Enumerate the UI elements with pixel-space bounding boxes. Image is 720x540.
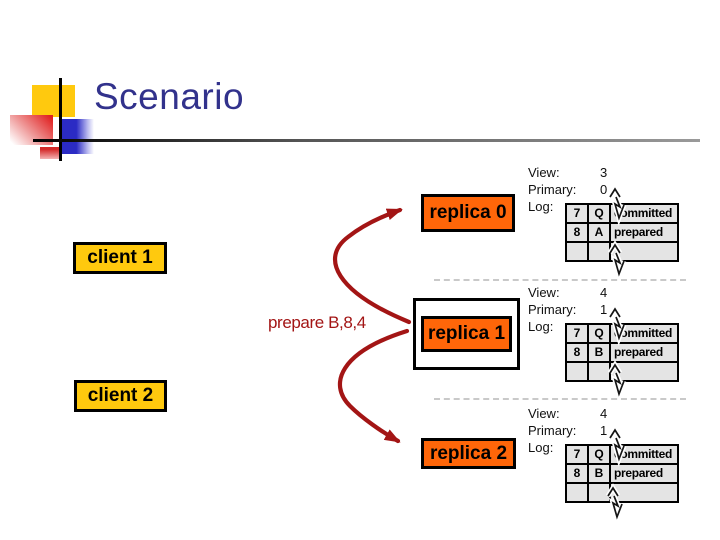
log-cell-status: committed: [611, 325, 677, 342]
log-cell-status: committed: [611, 205, 677, 222]
log-cell-seq: [567, 243, 587, 260]
log-cell-seq: 8: [567, 465, 587, 482]
arrow-replica1-to-replica0: [332, 207, 412, 325]
section-divider: [434, 279, 686, 281]
replica0-label: replica 0: [429, 202, 507, 223]
log-cell-op: [589, 243, 609, 260]
client2-box: client 2: [74, 380, 167, 412]
log-cell-status: committed: [611, 446, 677, 463]
prepare-message-label: prepare B,8,4: [268, 313, 366, 332]
log-cell-seq: 8: [567, 344, 587, 361]
log-cell-op: B: [589, 465, 609, 482]
log-cell-op: [589, 484, 609, 501]
log-table: 7 Q committed 8 B prepared: [565, 323, 679, 382]
view-label: View:: [528, 165, 560, 180]
log-table: 7 Q committed 8 A prepared: [565, 203, 679, 262]
log-cell-seq: 7: [567, 446, 587, 463]
log-label: Log:: [528, 199, 554, 214]
primary-value: 1: [600, 302, 608, 317]
section-divider: [434, 398, 686, 400]
view-label: View:: [528, 406, 560, 421]
log-cell-seq: [567, 363, 587, 380]
replica1-box: replica 1: [421, 316, 512, 352]
log-cell-op: Q: [589, 325, 609, 342]
client1-box: client 1: [73, 242, 167, 274]
log-cell-op: Q: [589, 446, 609, 463]
log-cell-seq: 8: [567, 224, 587, 241]
log-cell-status: [611, 363, 677, 380]
log-cell-seq: 7: [567, 325, 587, 342]
log-cell-op: B: [589, 344, 609, 361]
primary-label: Primary:: [528, 423, 577, 438]
client2-label: client 2: [87, 385, 154, 406]
replica2-label: replica 2: [429, 442, 508, 464]
title-underline: [33, 139, 700, 142]
replica0-box: replica 0: [421, 194, 515, 232]
deco-red-small-square: [40, 147, 59, 159]
view-value: 4: [600, 285, 608, 300]
primary-value: 1: [600, 423, 608, 438]
log-cell-status: prepared: [611, 465, 677, 482]
log-cell-status: prepared: [611, 344, 677, 361]
replica1-label: replica 1: [427, 323, 506, 344]
replica2-box: replica 2: [421, 438, 516, 469]
log-label: Log:: [528, 440, 554, 455]
deco-vertical-line: [59, 78, 62, 161]
replica2-state: View: 4 Primary: 1 Log: 7 Q committed 8 B …: [528, 406, 698, 503]
log-cell-op: A: [589, 224, 609, 241]
log-label: Log:: [528, 319, 554, 334]
log-cell-status: [611, 484, 677, 501]
primary-value: 0: [600, 182, 608, 197]
deco-yellow-square: [32, 85, 75, 117]
primary-label: Primary:: [528, 182, 577, 197]
replica1-outer-box: replica 1: [413, 298, 520, 370]
replica1-state: View: 4 Primary: 1 Log: 7 Q committed 8 B …: [528, 285, 698, 382]
replica0-state: View: 3 Primary: 0 Log: 7 Q committed 8 A …: [528, 165, 698, 262]
log-cell-status: [611, 243, 677, 260]
log-cell-op: [589, 363, 609, 380]
log-table: 7 Q committed 8 B prepared: [565, 444, 679, 503]
primary-label: Primary:: [528, 302, 577, 317]
view-value: 3: [600, 165, 608, 180]
view-value: 4: [600, 406, 608, 421]
log-cell-status: prepared: [611, 224, 677, 241]
arrow-replica1-to-replica2: [338, 328, 410, 444]
log-cell-seq: 7: [567, 205, 587, 222]
log-cell-seq: [567, 484, 587, 501]
client1-label: client 1: [87, 247, 153, 268]
view-label: View:: [528, 285, 560, 300]
log-cell-op: Q: [589, 205, 609, 222]
page-title: Scenario: [94, 76, 245, 117]
deco-blue-square: [62, 119, 94, 154]
